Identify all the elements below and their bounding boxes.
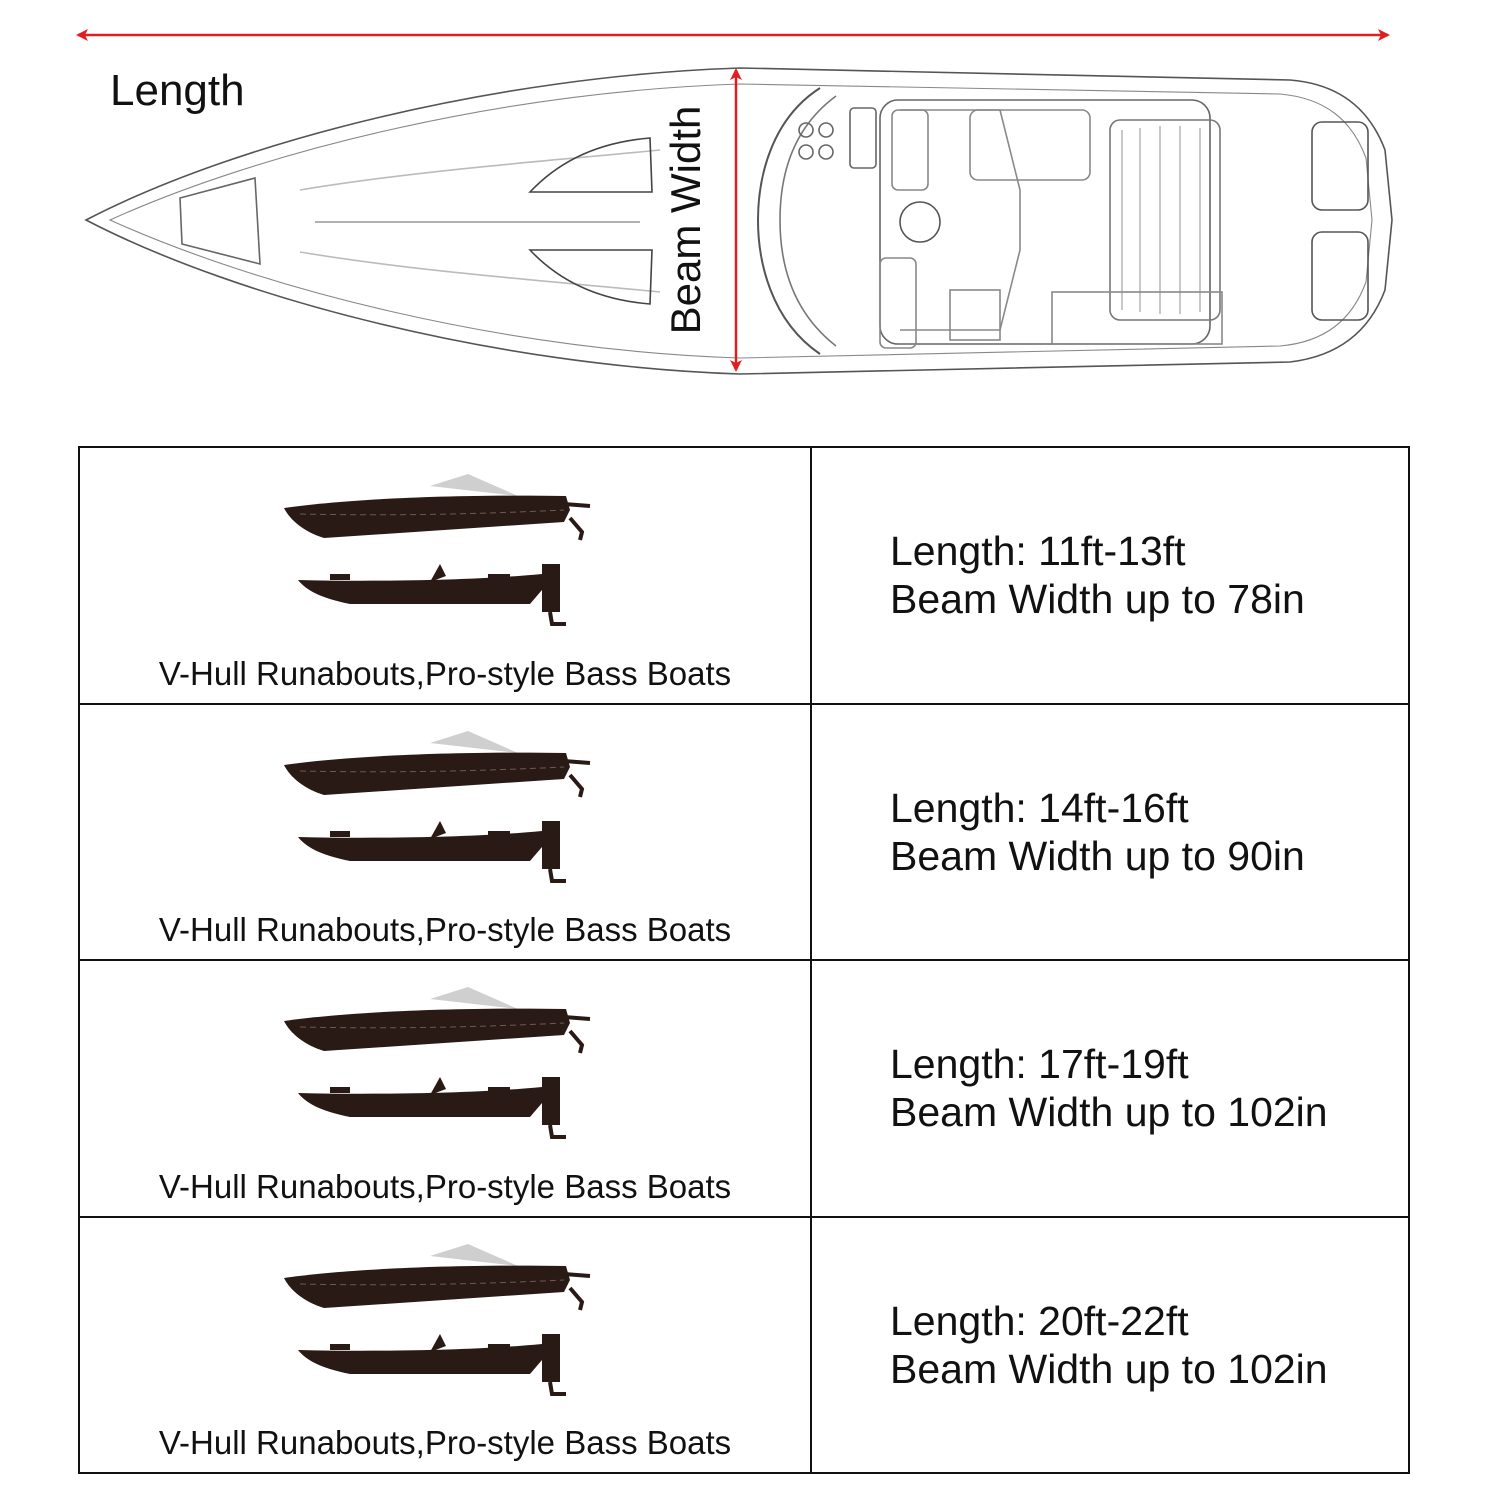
length-range: Length: 11ft-13ft	[890, 528, 1186, 575]
bass-boat-icon	[298, 1333, 566, 1396]
size-specs: Length: 11ft-13ft Beam Width up to 78in	[890, 527, 1305, 623]
length-label: Length	[110, 66, 245, 115]
boat-silhouettes-icon	[284, 987, 591, 1139]
boat-silhouettes-icon	[284, 474, 591, 626]
bass-boat-icon	[298, 1077, 566, 1139]
boat-type-cell: V-Hull Runabouts,Pro-style Bass Boats	[78, 446, 812, 705]
runabout-icon	[284, 730, 591, 797]
runabout-icon	[284, 474, 591, 541]
size-specs: Length: 20ft-22ft Beam Width up to 102in	[890, 1297, 1328, 1393]
runabout-icon	[284, 1243, 591, 1310]
size-row: V-Hull Runabouts,Pro-style Bass Boats Le…	[78, 1215, 1410, 1474]
boat-type-caption: V-Hull Runabouts,Pro-style Bass Boats	[158, 654, 732, 692]
beam-width-max: Beam Width up to 90in	[890, 832, 1305, 879]
size-specs: Length: 17ft-19ft Beam Width up to 102in	[890, 1040, 1328, 1136]
boat-silhouettes-icon	[284, 1243, 591, 1396]
boat-type-cell: V-Hull Runabouts,Pro-style Bass Boats	[78, 702, 812, 961]
size-row: V-Hull Runabouts,Pro-style Bass Boats Le…	[78, 959, 1410, 1218]
size-spec-cell: Length: 14ft-16ft Beam Width up to 90in	[810, 702, 1410, 961]
boat-silhouettes-icon	[284, 730, 591, 883]
length-range: Length: 20ft-22ft	[890, 1297, 1189, 1344]
boat-dimension-diagram: Length Beam Width	[0, 0, 1500, 400]
bass-boat-icon	[298, 820, 566, 883]
hull-outline	[84, 67, 1393, 375]
length-range: Length: 17ft-19ft	[890, 1041, 1189, 1088]
size-row: V-Hull Runabouts,Pro-style Bass Boats Le…	[78, 446, 1410, 705]
boat-top-view-drawing	[76, 29, 1393, 375]
size-spec-cell: Length: 11ft-13ft Beam Width up to 78in	[810, 446, 1410, 705]
runabout-icon	[284, 987, 591, 1054]
bass-boat-icon	[298, 564, 566, 626]
size-spec-cell: Length: 17ft-19ft Beam Width up to 102in	[810, 959, 1410, 1218]
size-specs: Length: 14ft-16ft Beam Width up to 90in	[890, 784, 1305, 880]
boat-type-caption: V-Hull Runabouts,Pro-style Bass Boats	[158, 1424, 732, 1461]
length-range: Length: 14ft-16ft	[890, 784, 1189, 831]
boat-type-caption: V-Hull Runabouts,Pro-style Bass Boats	[158, 911, 732, 948]
size-row: V-Hull Runabouts,Pro-style Bass Boats Le…	[78, 702, 1410, 961]
size-chart-table: V-Hull Runabouts,Pro-style Bass Boats Le…	[78, 446, 1410, 1474]
boat-type-caption: V-Hull Runabouts,Pro-style Bass Boats	[158, 1167, 732, 1205]
beam-width-label: Beam Width	[662, 105, 709, 335]
size-spec-cell: Length: 20ft-22ft Beam Width up to 102in	[810, 1215, 1410, 1474]
boat-type-cell: V-Hull Runabouts,Pro-style Bass Boats	[78, 1215, 812, 1474]
beam-width-max: Beam Width up to 78in	[890, 576, 1305, 623]
beam-width-max: Beam Width up to 102in	[890, 1345, 1328, 1392]
beam-width-max: Beam Width up to 102in	[890, 1089, 1328, 1136]
boat-type-cell: V-Hull Runabouts,Pro-style Bass Boats	[78, 959, 812, 1218]
